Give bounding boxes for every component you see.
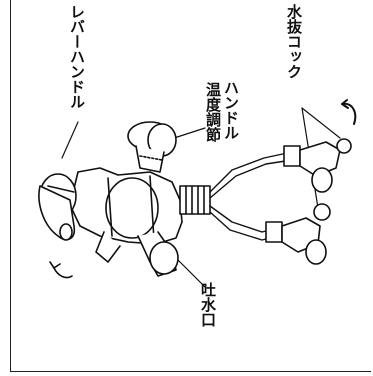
spout-label: 吐水口 bbox=[199, 282, 217, 327]
valve-body bbox=[69, 167, 183, 245]
lower-fitting bbox=[265, 203, 331, 265]
leader-drain-1 bbox=[301, 107, 341, 139]
figure-frame bbox=[10, 0, 371, 372]
upper-fitting bbox=[283, 138, 352, 193]
leader-lever bbox=[61, 121, 79, 159]
temperature-handle bbox=[127, 121, 177, 173]
threaded-connector bbox=[179, 185, 211, 215]
temperature-handle-label-line2: ハンドル bbox=[222, 80, 240, 140]
temperature-handle-label-line1: 温度調節 bbox=[204, 82, 222, 142]
drain-cock-label: 水抜コック bbox=[285, 4, 303, 79]
leader-spout bbox=[175, 257, 207, 289]
lever-handle bbox=[38, 173, 77, 241]
rotation-arrow-icon bbox=[49, 261, 73, 279]
spout bbox=[95, 231, 179, 277]
lever-handle-label: レバーハンドル bbox=[68, 4, 86, 109]
rotation-arrow-icon bbox=[341, 99, 357, 125]
